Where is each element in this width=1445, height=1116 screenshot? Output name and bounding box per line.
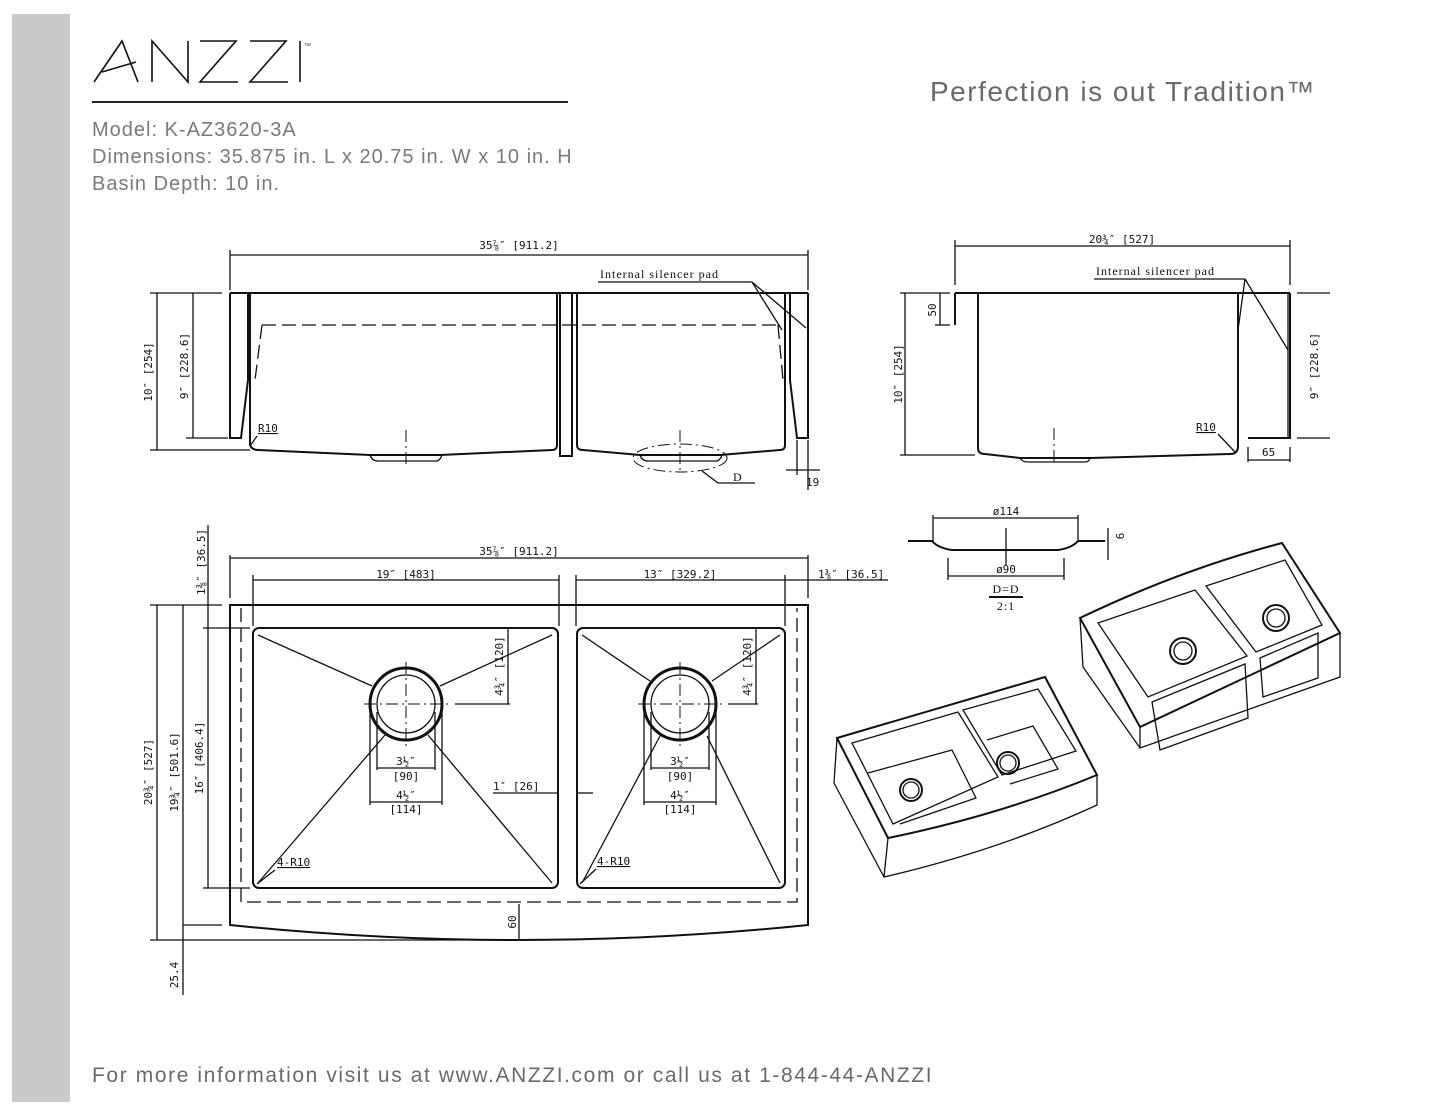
right-corner-radius: 4-R10 [597,855,630,868]
drain-detail: ø114 ø90 6 D=D 2:1 [908,505,1127,613]
product-meta: Model: K-AZ3620-3A Dimensions: 35.875 in… [92,117,573,198]
footer-contact: For more information visit us at www.ANZ… [92,1064,934,1087]
side-height-dim: 10″ [254] [892,344,905,404]
side-flange-dim: 50 [926,303,939,316]
svg-text:4½″: 4½″ [670,789,690,802]
rim-right-dim: 1⅜″ [36.5] [818,568,884,581]
front-length-dim: 35⅞″ [911.2] [479,239,558,252]
svg-text:™: ™ [304,43,311,50]
left-basin-width: 19″ [483] [376,568,436,581]
basin-depth-text: Basin Depth: 10 in. [92,173,280,195]
detail-ref-d: D [733,470,743,484]
plan-length-dim: 35⅞″ [911.2] [479,545,558,558]
model-text: Model: K-AZ3620-3A [92,119,297,141]
svg-text:[90]: [90] [667,770,694,783]
svg-text:[114]: [114] [389,803,422,816]
side-silencer-label: Internal silencer pad [1096,264,1215,278]
right-drain-offset: 4¾″ [120] [741,636,754,696]
front-view: 35⅞″ [911.2] Internal silencer pad D 10″… [142,239,820,490]
brand-logo: ™ [92,38,332,93]
detail-scale: 2:1 [997,599,1015,613]
svg-text:[90]: [90] [393,770,420,783]
left-drain-dims: 3½″ [90] 4½″ [114] [369,704,443,816]
svg-text:[114]: [114] [663,803,696,816]
divider-dim: 1″ [26] [493,780,539,793]
side-bar-stripe [12,14,70,1102]
front-height-dim: 10″ [254] [142,342,155,402]
svg-text:4½″: 4½″ [396,789,416,802]
front-wall-dim: 19 [806,476,819,489]
plan-width-dim: 20¾″ [527] [142,739,155,805]
side-width-dim: 20¾″ [527] [1089,233,1155,246]
detail-title: D=D [992,582,1019,596]
side-apron-dim: 9″ [228.6] [1308,333,1321,399]
apron-curve-dim: 60 [506,915,519,928]
right-drain-dims: 3½″ [90] 4½″ [114] [643,704,717,816]
left-corner-radius: 4-R10 [277,856,310,869]
right-basin-width: 13″ [329.2] [644,568,717,581]
svg-text:3½″: 3½″ [396,755,416,768]
plan-basin-depth-dim: 16″ [406.4] [193,722,206,795]
side-view: 20¾″ [527] Internal silencer pad 10″ [25… [892,233,1330,465]
side-radius-label: R10 [1196,421,1216,434]
apron-offset-dim: 25.4 [168,961,181,988]
front-silencer-label: Internal silencer pad [600,267,719,281]
front-apron-dim: 9″ [228.6] [178,333,191,399]
tagline: Perfection is out Tradition™ [930,76,1316,107]
left-drain-offset: 4¾″ [120] [493,636,506,696]
svg-text:3½″: 3½″ [670,755,690,768]
drain-thickness: 6 [1114,533,1127,540]
isometric-sink-front [833,675,1099,878]
dimensions-text: Dimensions: 35.875 in. L x 20.75 in. W x… [92,146,573,168]
rim-left-dim: 1⅜″ [36.5] [195,529,208,595]
plan-width-2-dim: 19¾″ [501.6] [168,732,181,811]
drain-inner-diameter: ø90 [996,563,1016,576]
header-rule [92,101,568,103]
isometric-sink-back [1078,541,1342,751]
side-apron-depth-dim: 65 [1262,446,1275,459]
drain-outer-diameter: ø114 [993,505,1020,518]
front-radius-label: R10 [258,422,278,435]
plan-view: 35⅞″ [911.2] 19″ [483] 13″ [329.2] 1⅜″ [… [142,525,888,995]
